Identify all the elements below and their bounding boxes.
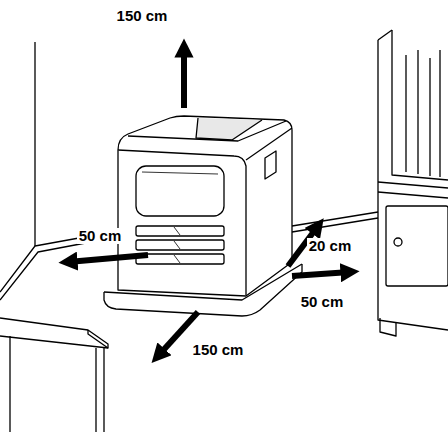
shelf: [378, 30, 448, 336]
dimension-label: 150 cm: [191, 342, 246, 359]
dimension-label: 50 cm: [77, 228, 124, 245]
arrow-right: [292, 272, 350, 276]
dimension-label: 150 cm: [115, 8, 170, 25]
clearance-arrows: [68, 48, 350, 356]
dimension-label: 20 cm: [307, 238, 354, 255]
baseboard: [292, 218, 378, 232]
baseboard: [292, 212, 378, 226]
heater: [118, 116, 292, 296]
table: [0, 318, 108, 432]
dimension-label: 50 cm: [299, 294, 346, 311]
arrow-left: [68, 255, 148, 262]
baseboard: [0, 238, 112, 300]
wall-corner: [34, 42, 35, 246]
arrow-up: [181, 48, 187, 108]
